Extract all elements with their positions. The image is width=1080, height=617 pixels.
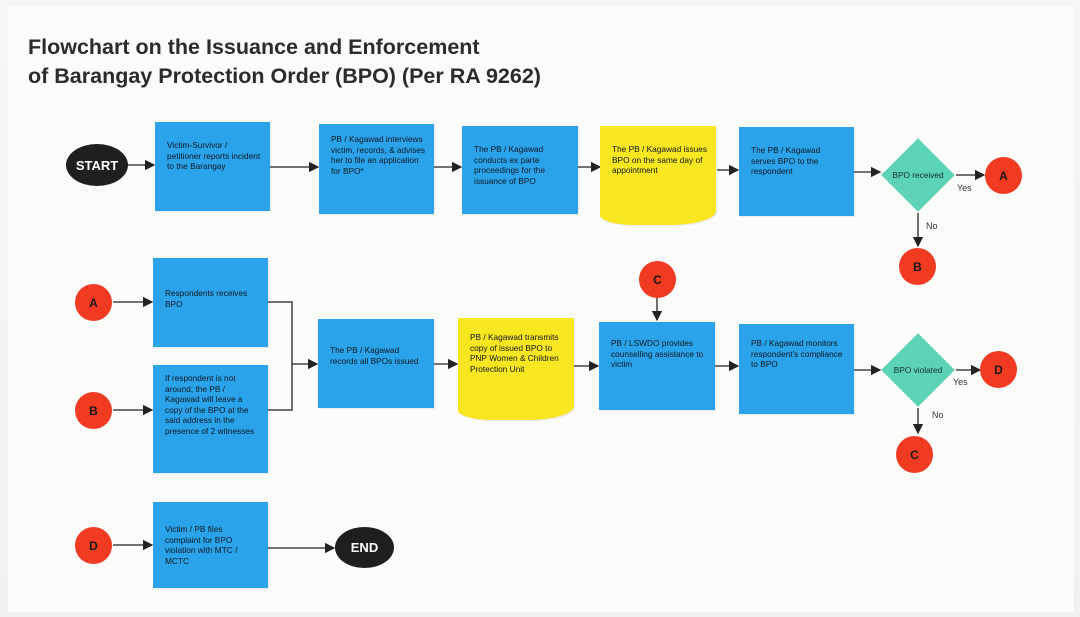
connector-c-in: C <box>639 261 676 298</box>
step-monitor-compliance: PB / Kagawad monitors respondent's compl… <box>739 324 854 414</box>
connector-c-out: C <box>896 436 933 473</box>
no-label-violated: No <box>932 410 944 420</box>
yes-label-violated: Yes <box>953 377 968 387</box>
step-records-bpos: The PB / Kagawad records all BPOs issued <box>318 319 434 408</box>
connector-b-out: B <box>899 248 936 285</box>
step-respondent-not-around: If respondent is not around, the PB / Ka… <box>153 365 268 473</box>
step-file-complaint: Victim / PB files complaint for BPO viol… <box>153 502 268 588</box>
connector-d-in: D <box>75 527 112 564</box>
connector-b-in: B <box>75 392 112 429</box>
title-line-2: of Barangay Protection Order (BPO) (Per … <box>28 64 541 88</box>
connector-a-out: A <box>985 157 1022 194</box>
start-terminal: START <box>66 144 128 186</box>
no-label-received: No <box>926 221 938 231</box>
title-line-1: Flowchart on the Issuance and Enforcemen… <box>28 35 480 59</box>
decision-bpo-violated: BPO violated <box>880 332 956 408</box>
connector-d-out: D <box>980 351 1017 388</box>
step-serve-bpo: The PB / Kagawad serves BPO to the respo… <box>739 127 854 216</box>
decision-bpo-received: BPO received <box>880 137 956 213</box>
step-report-incident: Victim-Survivor / petitioner reports inc… <box>155 122 270 211</box>
step-interview-victim: PB / Kagawad interviews victim, records,… <box>319 124 434 214</box>
connector-a-in: A <box>75 284 112 321</box>
merge-bracket <box>268 301 293 411</box>
decision-label: BPO violated <box>893 364 943 375</box>
end-terminal: END <box>335 527 394 568</box>
flowchart-title: Flowchart on the Issuance and Enforcemen… <box>28 33 541 91</box>
yes-label-received: Yes <box>957 183 972 193</box>
step-respondent-receives: Respondents receives BPO <box>153 258 268 347</box>
step-transmit-pnp: PB / Kagawad transmits copy of issued BP… <box>458 318 574 420</box>
step-ex-parte: The PB / Kagawad conducts ex parte proce… <box>462 126 578 214</box>
decision-label: BPO received <box>892 169 944 180</box>
step-issue-bpo: The PB / Kagawad issues BPO on the same … <box>600 126 716 225</box>
step-counselling: PB / LSWDO provides counselling assistan… <box>599 322 715 410</box>
